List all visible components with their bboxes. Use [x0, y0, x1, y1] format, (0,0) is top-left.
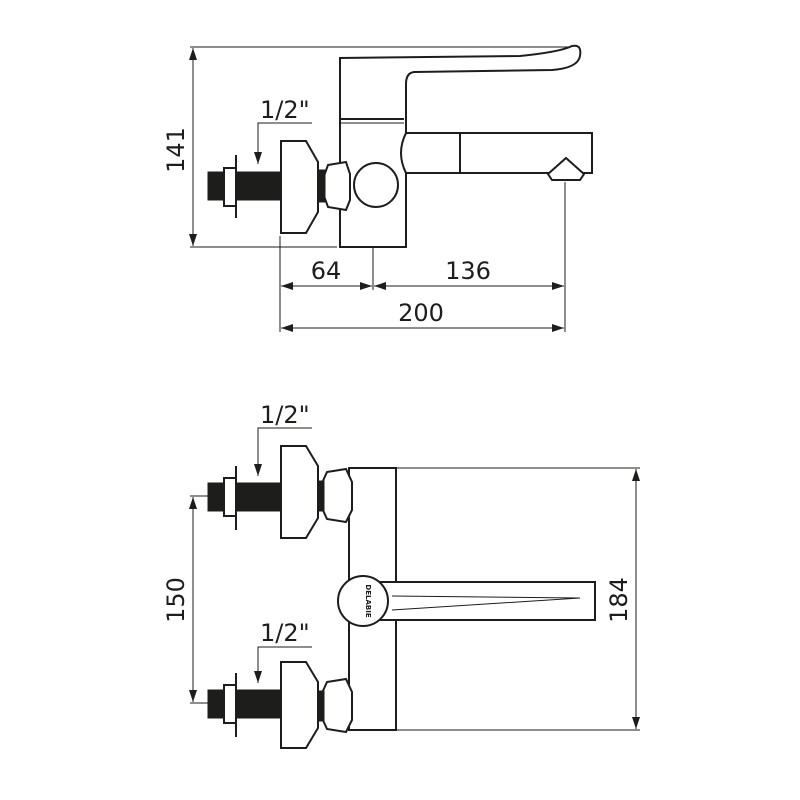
lower-inlet: 1/2"	[207, 619, 353, 749]
aerator	[546, 156, 586, 181]
lock-nut	[223, 167, 237, 207]
body-height-label: 184	[605, 577, 633, 623]
lever-handle	[339, 44, 582, 248]
wall-flange	[280, 661, 319, 749]
hex-nut	[321, 467, 353, 524]
wall-flange	[280, 140, 319, 234]
thread-label-top: 1/2"	[260, 401, 310, 429]
hex-nut	[321, 677, 353, 734]
threaded-inlet	[207, 689, 282, 719]
valve-ball	[353, 162, 399, 208]
thread-label: 1/2"	[260, 96, 310, 124]
height-dimension-label: 141	[162, 127, 190, 173]
handle-disc	[337, 575, 389, 627]
lock-nut	[223, 477, 237, 517]
top-view: DELABIE 1/2" 1/2" 150	[162, 401, 640, 749]
spout-lever	[379, 581, 596, 621]
inlet-spacing-label: 150	[162, 577, 190, 623]
lock-nut	[223, 684, 237, 724]
brand-logo: DELABIE	[364, 584, 372, 617]
thread-label-bottom: 1/2"	[260, 619, 310, 647]
threaded-inlet	[207, 171, 282, 201]
dimension-label-200: 200	[398, 299, 444, 327]
side-view: 141 1/2" 64 136 200	[162, 44, 593, 332]
dimension-label-136: 136	[445, 257, 491, 285]
wall-flange	[280, 445, 319, 539]
threaded-inlet	[207, 482, 282, 512]
thread-leader-top	[254, 427, 312, 476]
thread-leader-bottom	[254, 646, 312, 683]
dimension-label-64: 64	[311, 257, 342, 285]
lever-taper	[391, 595, 581, 611]
upper-inlet: 1/2"	[207, 401, 353, 539]
hex-nut	[323, 160, 351, 212]
thread-leader	[254, 122, 312, 164]
